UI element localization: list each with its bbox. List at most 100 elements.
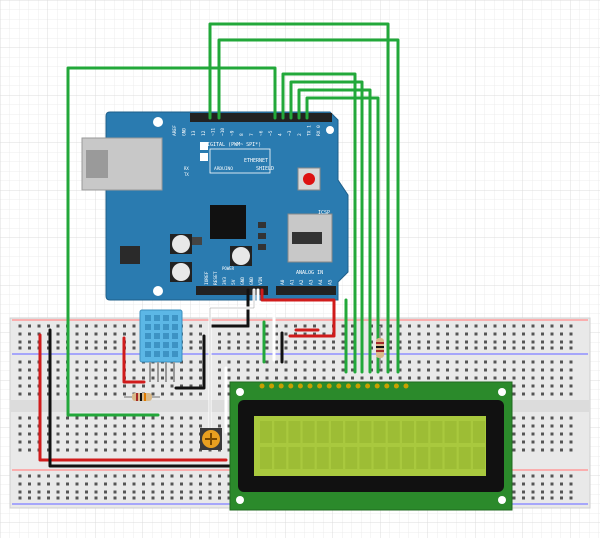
wire-red-5v — [260, 288, 336, 338]
lcd-pin — [384, 383, 390, 389]
bb-hole — [104, 474, 107, 478]
bb-hole — [189, 368, 193, 372]
bb-hole — [389, 346, 392, 350]
dht-vent — [163, 324, 169, 330]
bb-hole — [199, 360, 202, 364]
bb-hole — [227, 482, 231, 486]
reset-button-icon[interactable] — [303, 173, 315, 185]
bb-hole — [522, 376, 525, 380]
bb-hole — [522, 416, 525, 420]
bb-hole — [94, 424, 98, 428]
bb-hole — [531, 346, 535, 350]
bb-hole — [104, 360, 107, 364]
lcd-char-cell — [416, 447, 429, 469]
bb-hole — [18, 376, 22, 380]
dht-vent — [145, 351, 151, 357]
bb-hole — [275, 346, 278, 350]
lcd-pin — [307, 383, 313, 389]
bb-hole — [522, 432, 525, 436]
bb-hole — [294, 324, 297, 328]
bb-hole — [227, 340, 231, 344]
bb-hole — [189, 360, 193, 364]
bb-hole — [265, 332, 269, 336]
bb-hole — [408, 376, 411, 380]
bb-hole — [227, 384, 231, 388]
bb-hole — [170, 416, 174, 420]
bb-hole — [151, 432, 155, 436]
bb-hole — [189, 416, 193, 420]
bb-hole — [151, 474, 155, 478]
bb-hole — [113, 432, 117, 436]
bb-hole — [170, 432, 174, 436]
bb-hole — [550, 360, 554, 364]
bb-hole — [170, 448, 174, 452]
bb-hole — [246, 368, 250, 372]
bb-hole — [180, 474, 183, 478]
bb-hole — [161, 482, 164, 486]
analog-pin-label: A4 — [318, 279, 324, 285]
bb-hole — [569, 424, 573, 428]
bb-hole — [113, 448, 117, 452]
bb-hole — [398, 368, 402, 372]
top-pin-label: GND — [182, 128, 188, 136]
bb-hole — [256, 324, 259, 328]
bb-hole — [465, 332, 468, 336]
bb-hole — [199, 376, 202, 380]
bb-hole — [56, 440, 60, 444]
bb-hole — [180, 368, 183, 372]
bb-hole — [446, 346, 449, 350]
bottom-pin-label: RESET — [213, 271, 219, 285]
bb-hole — [18, 324, 22, 328]
analog-pin-label: A1 — [290, 279, 296, 285]
potentiometer[interactable] — [200, 428, 222, 450]
bb-hole — [303, 368, 307, 372]
bb-hole — [237, 332, 240, 336]
bb-hole — [265, 340, 269, 344]
bb-hole — [170, 376, 174, 380]
bb-hole — [474, 368, 478, 372]
bb-hole — [75, 496, 79, 500]
analog-pin-label: A2 — [299, 279, 305, 285]
bb-hole — [560, 360, 563, 364]
bb-hole — [113, 490, 117, 494]
bb-hole — [94, 376, 98, 380]
bb-hole — [531, 440, 535, 444]
arduino-brand: ARDUINO — [214, 166, 233, 172]
lcd-char-cell — [473, 421, 485, 443]
bb-hole — [550, 368, 554, 372]
bb-hole — [408, 360, 411, 364]
bb-hole — [265, 360, 269, 364]
bb-hole — [427, 332, 430, 336]
bb-hole — [199, 474, 202, 478]
bb-hole — [47, 496, 50, 500]
bb-hole — [18, 432, 22, 436]
bb-hole — [170, 440, 174, 444]
bb-hole — [313, 368, 316, 372]
lcd-char-cell — [430, 447, 443, 469]
bb-hole — [493, 376, 497, 380]
bb-hole — [256, 346, 259, 350]
bb-hole — [313, 346, 316, 350]
bb-hole — [113, 416, 117, 420]
bb-hole — [427, 340, 430, 344]
top-pin-label: 4 — [278, 133, 284, 136]
bb-hole — [113, 368, 117, 372]
bb-hole — [455, 360, 459, 364]
dht-vent — [154, 351, 160, 357]
bottom-pin-label: 5V — [231, 279, 237, 285]
bb-hole — [28, 368, 31, 372]
bb-hole — [455, 332, 459, 336]
bb-hole — [531, 490, 535, 494]
top-pin-label: 12 — [201, 130, 207, 136]
bb-hole — [569, 392, 573, 396]
top-pin-label: RX 0 — [316, 125, 322, 136]
bb-hole — [180, 482, 183, 486]
bb-hole — [332, 340, 335, 344]
bb-hole — [512, 368, 516, 372]
bb-hole — [351, 360, 354, 364]
bb-hole — [18, 368, 22, 372]
bb-hole — [303, 340, 307, 344]
bb-hole — [569, 368, 573, 372]
bb-hole — [189, 496, 193, 500]
bb-hole — [512, 496, 516, 500]
